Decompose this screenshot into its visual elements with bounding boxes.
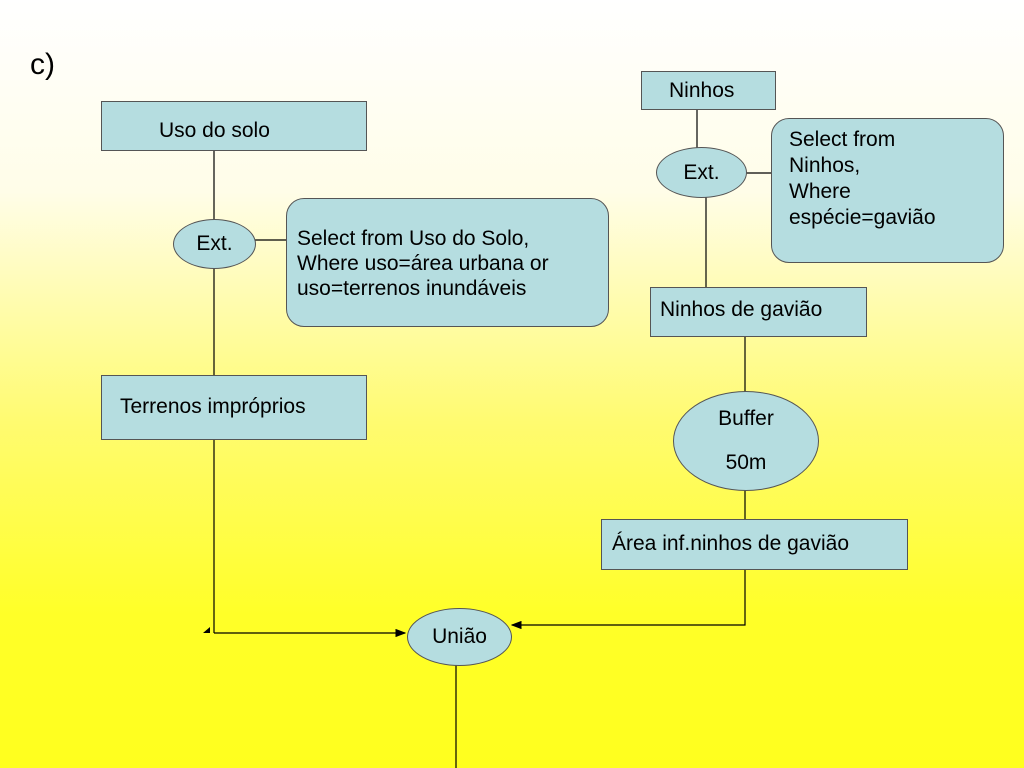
callout-right-line-4: espécie=gavião xyxy=(789,206,936,229)
connector-area-to-uniao xyxy=(510,570,746,630)
small-arrowhead xyxy=(203,627,210,633)
callout-left-line-3: uso=terrenos inundáveis xyxy=(297,277,527,300)
node-ninhos-de-gaviao: Ninhos de gavião xyxy=(650,287,867,337)
buffer-distance: 50m xyxy=(725,451,767,474)
callout-right-line-1: Select from xyxy=(789,128,896,151)
node-ninhos: Ninhos xyxy=(641,71,776,110)
callout-left-line-2: Where uso=área urbana or xyxy=(297,252,549,275)
node-uniao: União xyxy=(407,608,512,666)
node-ext-right: Ext. xyxy=(656,147,747,198)
buffer-text: Buffer 50m xyxy=(718,407,774,475)
node-area-inf: Área inf.ninhos de gavião xyxy=(601,519,908,570)
callout-left-line-1: Select from Uso do Solo, xyxy=(297,227,530,250)
callout-right-line-2: Ninhos, xyxy=(789,154,861,177)
callout-right: Select from Ninhos, Where espécie=gavião xyxy=(771,118,1004,263)
node-buffer: Buffer 50m xyxy=(673,391,819,491)
callout-right-line-3: Where xyxy=(789,180,851,203)
slide-label: c) xyxy=(30,48,55,81)
callout-left: Select from Uso do Solo, Where uso=área … xyxy=(286,198,609,327)
node-terrenos-improprios: Terrenos impróprios xyxy=(101,375,367,440)
node-uso-do-solo: Uso do solo xyxy=(101,101,367,151)
buffer-title: Buffer xyxy=(718,407,774,430)
node-ext-left: Ext. xyxy=(173,219,256,269)
